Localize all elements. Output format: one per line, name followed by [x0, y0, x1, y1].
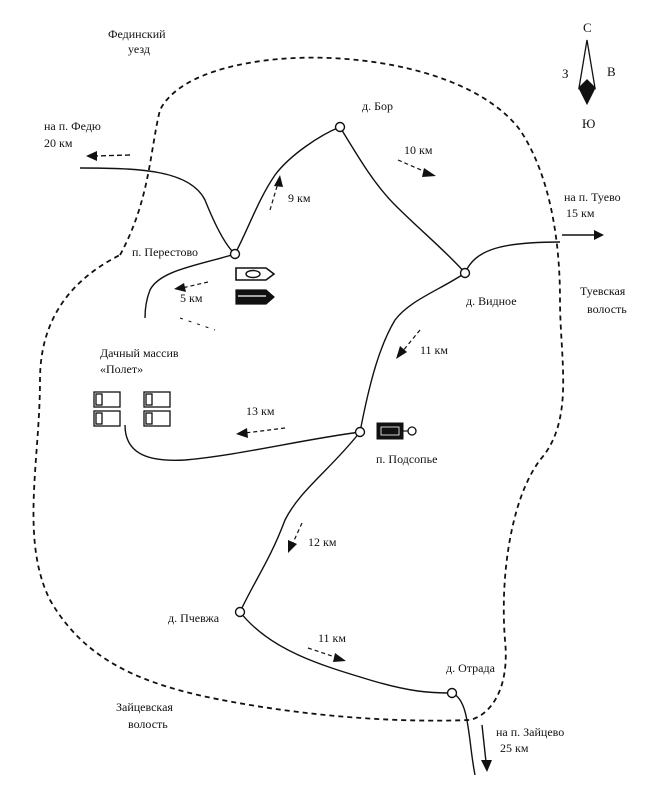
dacha-label-line1: Дачный массив [100, 346, 179, 360]
road-podsopye-pchevzha [239, 431, 361, 613]
house-icon-1-door [95, 393, 103, 406]
settlement-markers [229, 121, 471, 699]
settlement-otrada-label: д. Отрада [446, 661, 496, 675]
settlement-podsopye-label: п. Подсопье [376, 452, 437, 466]
house-icon-2-door [145, 393, 153, 406]
direction-arrows [174, 159, 436, 662]
compass-north-label: С [583, 20, 592, 35]
settlement-pchevzha-label: д. Пчевжа [168, 611, 220, 625]
distance-podsopye-dacha: 13 км [246, 404, 275, 418]
road-vidnoe-podsopye [359, 272, 466, 433]
distance-pchevzha-otrada: 11 км [318, 631, 346, 645]
house-icon-4-door [145, 412, 153, 425]
arrow-tuevo-head [594, 230, 604, 240]
settlement-perestovo-label: п. Перестово [132, 245, 198, 259]
dir-perestovo-bor [269, 182, 279, 211]
dir-pchevzha-otrada-head [333, 653, 346, 662]
arrow-zaitsevo-head [481, 760, 492, 772]
road-vidnoe-tuevo [464, 241, 561, 274]
compass-rose: С Ю З В [562, 20, 616, 131]
compass-west-label: З [562, 66, 569, 81]
road-perestovo-bor [234, 126, 341, 255]
road-pchevzha-otrada [239, 611, 453, 694]
road-podsopye-dacha [124, 424, 361, 462]
distance-vidnoe-podsopye: 11 км [420, 343, 448, 357]
dir-perestovo-south-head [174, 283, 186, 292]
exit-fedyu-line1: на п. Федю [44, 119, 101, 133]
settlement-vidnoe-label: д. Видное [466, 294, 517, 308]
dir-podsopye-pchevzha [291, 522, 303, 546]
station-icon [235, 289, 275, 305]
boat-icon [235, 267, 276, 281]
road-otrada-zaitsevo [451, 692, 476, 776]
road-fedyu-perestovo [79, 167, 236, 255]
distance-podsopye-pchevzha: 12 км [308, 535, 337, 549]
dacha-label-line2: «Полет» [100, 362, 143, 376]
dir-podsopye-dacha [244, 427, 286, 434]
compass-south-label: Ю [582, 116, 595, 131]
dir-podsopye-pchevzha-head [288, 540, 297, 553]
settlement-bor-label: д. Бор [362, 99, 393, 113]
marker-vidnoe [459, 267, 471, 279]
dir-vidnoe-podsopye-head [396, 346, 407, 359]
house-icon-3-door [95, 412, 103, 425]
exit-tuevo-line2: 15 км [566, 206, 595, 220]
exit-zaitsevo-line2: 25 км [500, 741, 529, 755]
region-fedinsky-line2: уезд [128, 42, 150, 56]
dir-podsopye-dacha-head [236, 428, 248, 438]
region-tuevo-line1: Туевская [580, 284, 626, 298]
dir-perestovo-bor-head [274, 175, 283, 187]
road-perestovo-south [144, 253, 236, 319]
dir-pchevzha-otrada [307, 647, 339, 659]
compass-needle-south [578, 79, 596, 106]
exit-arrows [86, 151, 604, 772]
perestovo-symbols [235, 267, 276, 305]
distance-perestovo-bor: 9 км [288, 191, 311, 205]
dir-vidnoe-podsopye [401, 329, 421, 353]
exit-zaitsevo-line1: на п. Зайцево [496, 725, 564, 739]
podsopye-symbol [376, 422, 417, 440]
arrow-zaitsevo-shaft [481, 724, 487, 763]
arrow-fedyu-shaft [94, 154, 131, 157]
region-zaitsevo-line1: Зайцевская [116, 700, 173, 714]
district-boundary [32, 56, 565, 722]
distance-bor-vidnoe: 10 км [404, 143, 433, 157]
exit-fedyu-line2: 20 км [44, 136, 73, 150]
road-bor-vidnoe [339, 126, 466, 274]
marker-otrada [446, 687, 458, 699]
distance-perestovo-south: 5 км [180, 291, 203, 305]
roads [79, 126, 561, 776]
region-tuevo-line2: волость [587, 302, 627, 316]
boat-icon-ring [245, 269, 261, 279]
region-fedinsky-line1: Фединский [108, 27, 166, 41]
dir-bor-vidnoe [397, 159, 429, 174]
store-icon-inner [380, 426, 400, 436]
dacha-houses [93, 391, 171, 427]
region-zaitsevo-line2: волость [128, 717, 168, 731]
marker-perestovo [229, 248, 241, 260]
arrow-fedyu-head [86, 151, 97, 161]
dir-perestovo-south [181, 281, 209, 289]
marker-bor [334, 121, 346, 133]
dir-bor-vidnoe-head [422, 168, 436, 177]
marker-podsopye [354, 426, 366, 438]
compass-east-label: В [607, 64, 616, 79]
marker-pchevzha [234, 606, 246, 618]
path-dacha-dashed [179, 317, 216, 331]
store-icon-wheel [407, 426, 417, 436]
exit-tuevo-line1: на п. Туево [564, 190, 621, 204]
